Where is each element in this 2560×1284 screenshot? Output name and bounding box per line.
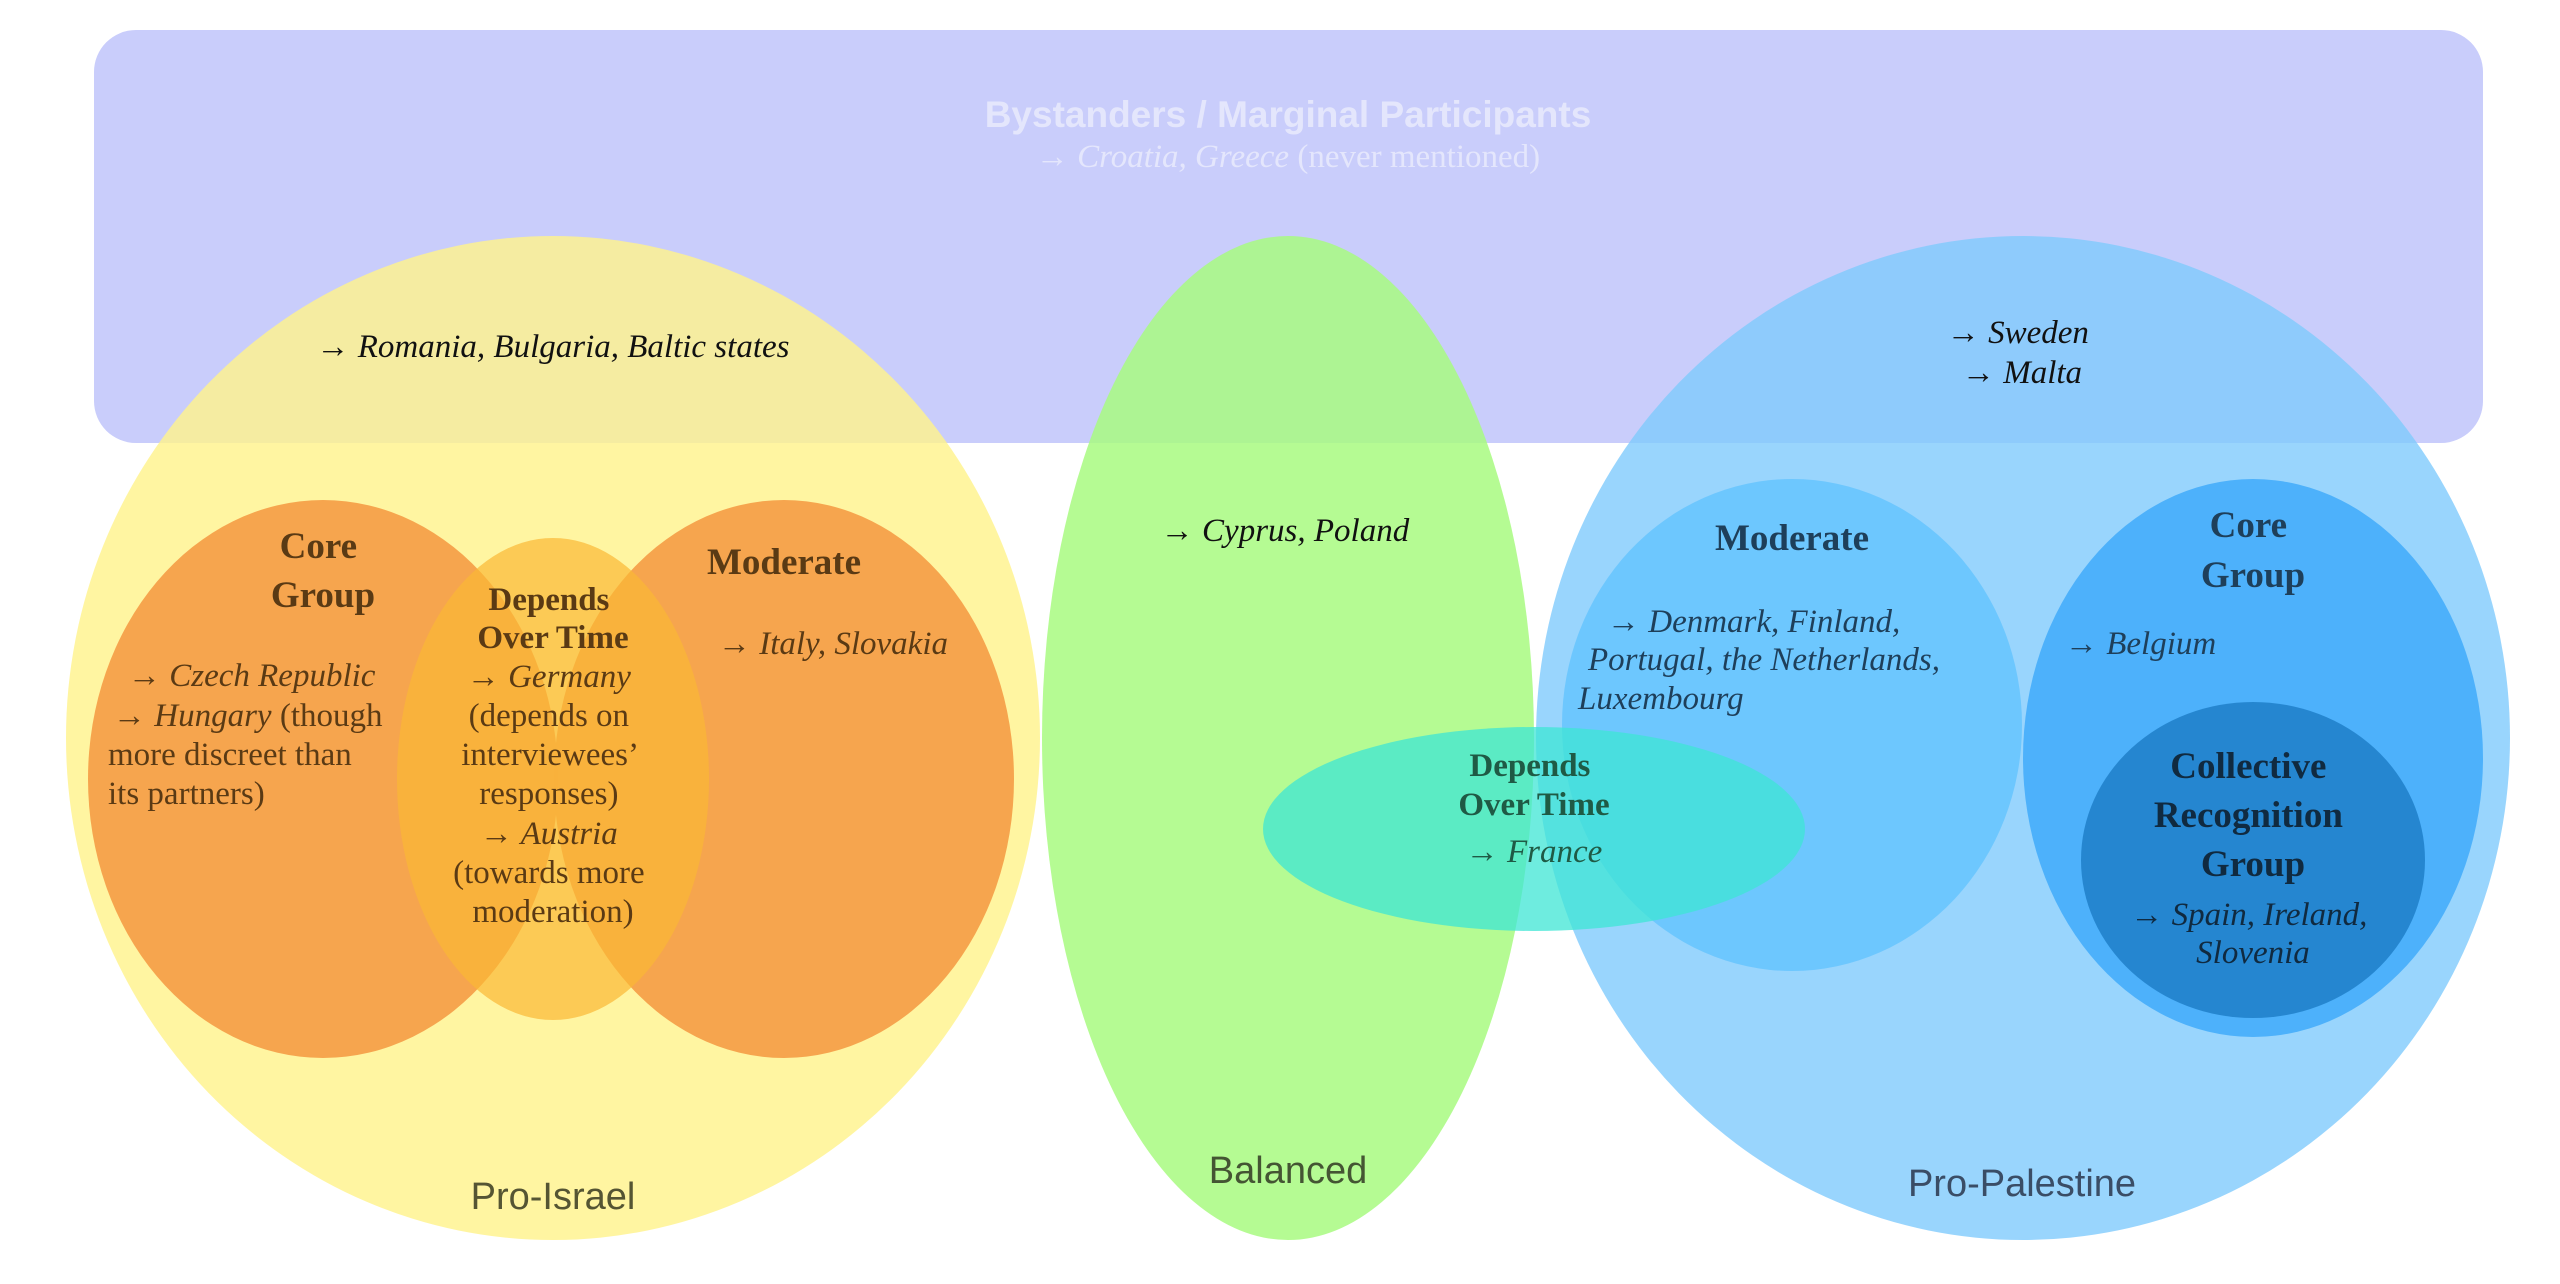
pi-depends-over-time-region <box>397 538 709 1020</box>
pp-collective-title: Collective Recognition Group <box>2154 746 2352 885</box>
balanced-region <box>1042 236 1534 1240</box>
pp-moderate-countries: → Denmark, Finland, Portugal, the Nether… <box>1577 604 1948 717</box>
balanced-depends-title: Depends Over Time <box>1458 748 1609 823</box>
balanced-label: Balanced <box>1209 1150 1367 1192</box>
pi-depends-title: Depends Over Time <box>477 582 628 656</box>
pp-core-group-title: Core Group <box>2201 505 2305 596</box>
pp-collective-recognition-region <box>2081 702 2425 1018</box>
pi-overlap-countries: → Romania, Bulgaria, Baltic states <box>317 329 790 365</box>
pi-moderate-countries: → Italy, Slovakia <box>718 626 948 662</box>
pro-palestine-label: Pro-Palestine <box>1908 1163 2136 1205</box>
pp-moderate-title: Moderate <box>1715 518 1869 559</box>
pi-core-group-title: Core Group <box>271 526 375 616</box>
pi-core-group-countries: → Czech Republic → Hungary (though more … <box>108 658 391 812</box>
balanced-countries: → Cyprus, Poland <box>1161 513 1410 549</box>
balanced-depends-countries: → France <box>1466 834 1603 870</box>
pi-depends-countries: → Germany (depends on interviewees’ resp… <box>453 659 653 930</box>
pp-overlap-countries: → Sweden → Malta <box>1947 315 2097 391</box>
bystanders-title: Bystanders / Marginal Participants <box>985 94 1592 135</box>
pro-israel-label: Pro-Israel <box>471 1176 636 1218</box>
pp-core-group-countries: → Belgium <box>2065 626 2216 662</box>
bystanders-countries: → Croatia, Greece (never mentioned) <box>1036 139 1540 175</box>
balanced-depends-over-time-region <box>1263 727 1805 931</box>
pp-collective-countries: → Spain, Ireland, Slovenia <box>2130 897 2375 971</box>
pi-moderate-title: Moderate <box>707 542 861 583</box>
